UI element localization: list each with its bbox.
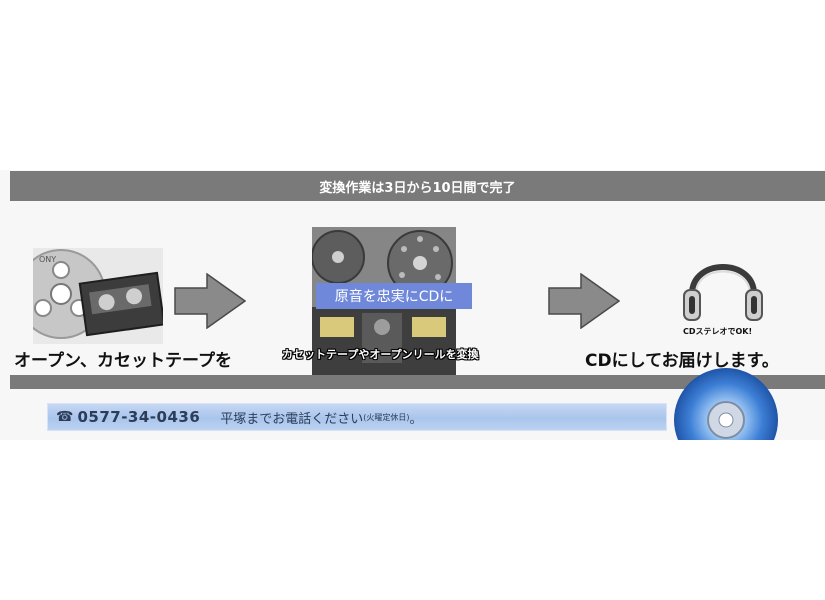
banner-header-text: 変換作業は3日から10日間で完了: [319, 180, 516, 196]
deck-overlay-label: 原音を忠実にCDに: [316, 283, 472, 309]
phone-number[interactable]: 0577-34-0436: [77, 408, 201, 426]
phone-instruction-tail: 。: [409, 411, 423, 427]
divider-bar: [10, 375, 825, 389]
headphones-caption: CDステレオでOK!: [683, 327, 753, 336]
arrow-right-icon: [548, 273, 620, 329]
cd-disc-icon: [674, 368, 778, 440]
phone-instruction: 平塚までお電話ください: [220, 411, 364, 427]
telephone-icon: ☎: [56, 409, 74, 425]
closed-day-note: (火曜定休日): [363, 412, 410, 422]
arrow-right-icon: [174, 273, 246, 329]
headphones-icon: [683, 264, 763, 321]
reel-cassette-image: ONY: [33, 248, 163, 344]
step1-caption: オープン、カセットテープを: [14, 351, 232, 371]
phone-contact-strip[interactable]: ☎ 0577-34-0436 平塚までお電話ください (火曜定休日) 。: [48, 404, 666, 430]
step3-caption: CDにしてお届けします。: [585, 351, 779, 371]
svg-text:ONY: ONY: [39, 255, 56, 264]
banner-header: 変換作業は3日から10日間で完了: [10, 171, 825, 201]
step2-caption: カセットテープやオープンリールを変換: [282, 348, 479, 361]
